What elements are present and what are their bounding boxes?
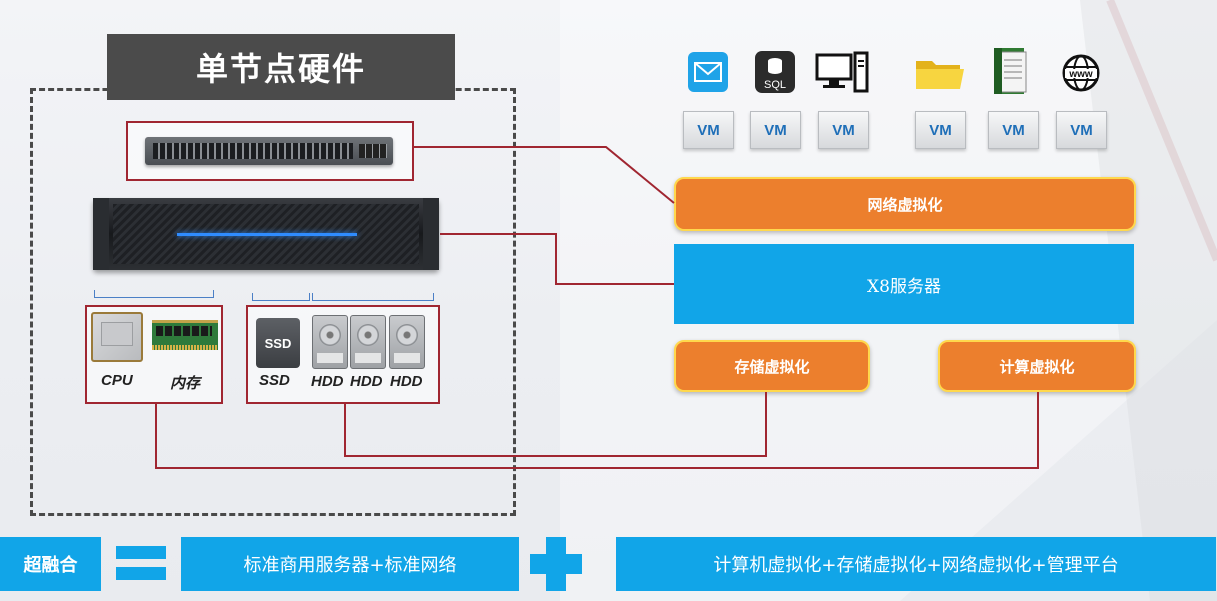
hdd-image [389, 315, 425, 369]
ssd-image: SSD [256, 318, 300, 368]
ssd-label: SSD [259, 372, 290, 389]
server-chassis-image [93, 198, 439, 270]
www-globe-icon: www [1060, 52, 1102, 94]
memory-label: 内存 [170, 375, 201, 392]
hyperconverged-label: 超融合 [0, 537, 101, 591]
compute-virtualization-box: 计算虚拟化 [938, 340, 1136, 392]
folder-icon [914, 52, 966, 94]
x8-server-box: X8服务器 [674, 244, 1134, 324]
storage-virtualization-box: 存储虚拟化 [674, 340, 870, 392]
memory-module-image [152, 320, 218, 350]
hdd-label: HDD [311, 373, 344, 390]
document-book-icon [990, 46, 1034, 98]
ssd-brace [252, 293, 310, 301]
sql-database-icon: SQL [754, 51, 796, 93]
equals-sign [116, 546, 166, 580]
cpu-chip-image [91, 312, 143, 362]
mail-icon [687, 51, 729, 93]
hdd-label: HDD [350, 373, 383, 390]
standard-server-network-box: 标准商用服务器+标准网络 [181, 537, 519, 591]
vm-tile: VM [988, 111, 1039, 149]
plus-sign [530, 537, 582, 591]
vm-tile: VM [750, 111, 801, 149]
sql-badge: SQL [764, 79, 786, 91]
vm-tile: VM [818, 111, 869, 149]
vm-tile: VM [1056, 111, 1107, 149]
vm-tile: VM [683, 111, 734, 149]
hdd-brace [312, 293, 434, 301]
hdd-label: HDD [390, 373, 423, 390]
network-virtualization-box: 网络虚拟化 [674, 177, 1136, 231]
desktop-computer-icon [815, 51, 869, 93]
cpu-memory-brace [94, 290, 214, 298]
hdd-image [350, 315, 386, 369]
www-badge: www [1068, 69, 1093, 80]
page-title: 单节点硬件 [107, 34, 455, 100]
vm-tile: VM [915, 111, 966, 149]
cpu-label: CPU [101, 372, 133, 389]
virtualization-platform-box: 计算机虚拟化+存储虚拟化+网络虚拟化+管理平台 [616, 537, 1216, 591]
hdd-image [312, 315, 348, 369]
network-switch-image [145, 137, 393, 165]
